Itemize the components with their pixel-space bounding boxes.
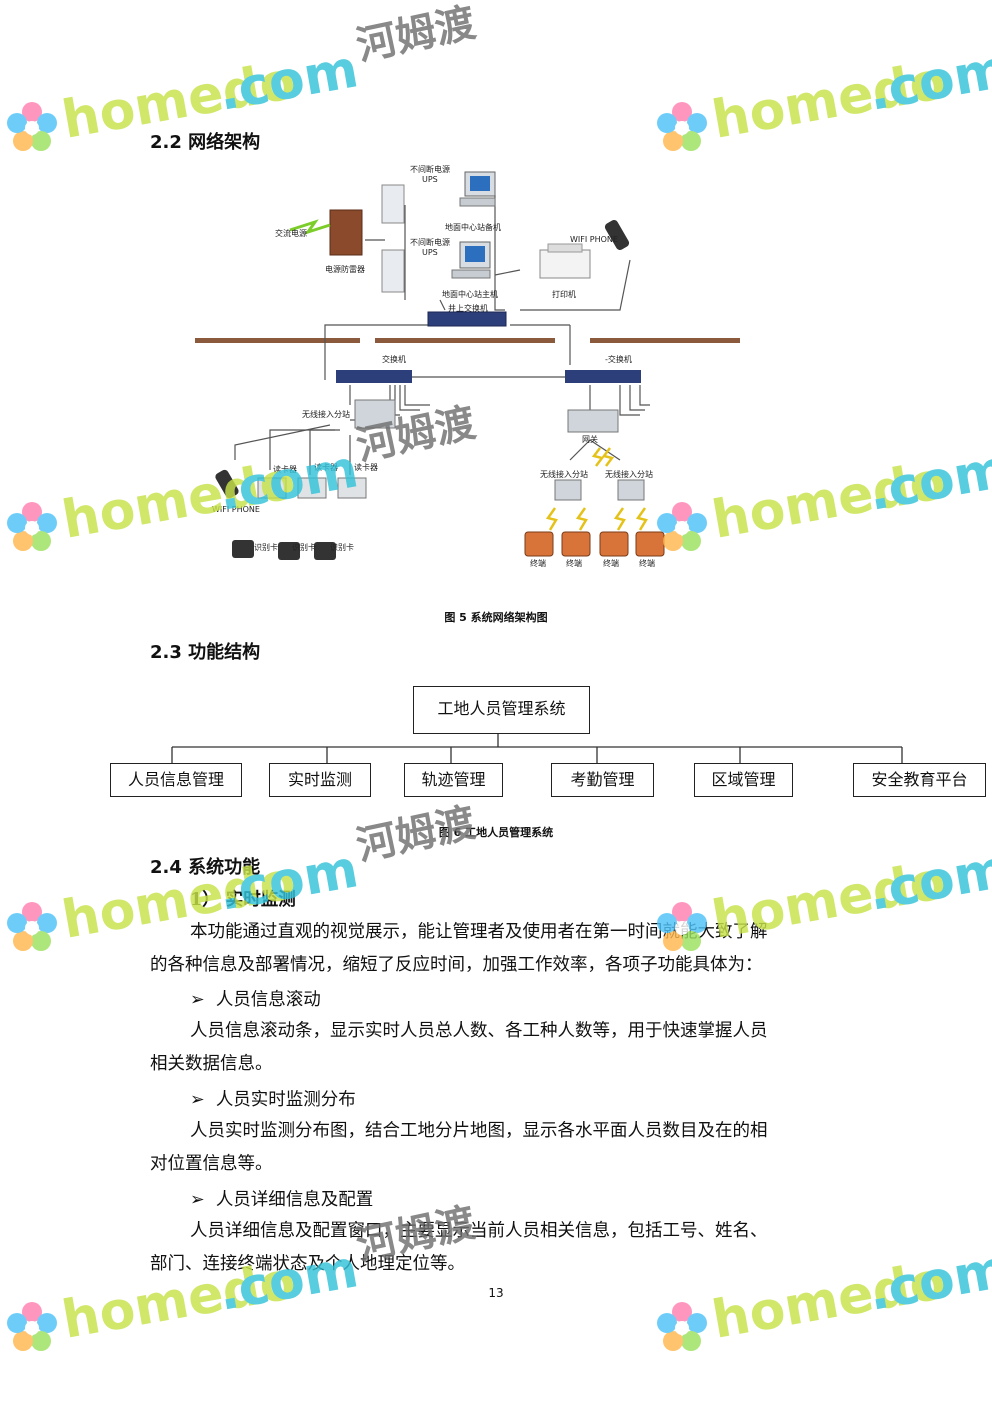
org-node-realtime-monitor: 实时监测 — [269, 763, 371, 797]
paragraph-4: 人员详细信息及配置窗口，主要显示当前人员相关信息，包括工号、姓名、 部门、连接终… — [150, 1215, 850, 1281]
phone-icon — [604, 219, 630, 251]
bullet-item-3-text: 人员详细信息及配置 — [215, 1190, 374, 1210]
section-heading-2-2: 2.2 网络架构 — [150, 132, 261, 153]
bullet-arrow-icon-2: ➢ — [190, 1090, 205, 1110]
label-gateway: 网关 — [582, 434, 598, 444]
reader-icon-3 — [337, 477, 367, 499]
terminal-icon-3 — [599, 531, 629, 557]
reader-icon-1 — [257, 477, 287, 499]
label-ups2: 不间断电源 — [410, 237, 450, 247]
terminal-icon-1 — [524, 531, 554, 557]
label-host: 地面中心站主机 — [442, 289, 498, 299]
label-wireless-sub: 无线接入分站 — [302, 409, 350, 419]
bullet-item-1-text: 人员信息滚动 — [215, 990, 321, 1010]
bullet-arrow-icon-3: ➢ — [190, 1190, 205, 1210]
paragraph-3-line-2: 对位置信息等。 — [150, 1154, 273, 1174]
label-card-3: 识别卡 — [330, 542, 354, 552]
paragraph-1-line-2: 的各种信息及部署情况，缩短了反应时间，加强工作效率，各项子功能具体为： — [150, 955, 763, 975]
switch-right-icon — [565, 370, 641, 383]
subheading-realtime-monitor: 1） 实时监测 — [190, 890, 296, 910]
switch-left-icon — [336, 370, 412, 383]
org-node-trajectory: 轨迹管理 — [404, 763, 503, 797]
label-wifi-left: WIFI PHONE — [212, 505, 260, 514]
label-switch-right: -交换机 — [605, 354, 632, 364]
card-icon-2 — [278, 542, 300, 560]
substation-icon-2 — [554, 479, 582, 501]
org-node-personnel-info: 人员信息管理 — [110, 763, 242, 797]
label-reader-1: 读卡器 — [273, 464, 297, 474]
label-term-2: 终端 — [566, 558, 582, 568]
label-ac-power: 交流电源 — [275, 228, 307, 238]
figure-5-caption: 图 5 系统网络架构图 — [444, 611, 548, 624]
label-printer: 打印机 — [552, 289, 576, 299]
reader-icon-2 — [297, 477, 327, 499]
flower-icon-8 — [657, 1302, 707, 1351]
bullet-item-3: ➢ 人员详细信息及配置 — [190, 1186, 373, 1211]
paragraph-1-line-1: 本功能通过直观的视觉展示，能让管理者及使用者在第一时间就能大致了解 — [190, 922, 768, 942]
label-card-2: 识别卡 — [292, 542, 316, 552]
paragraph-2-line-2: 相关数据信息。 — [150, 1054, 273, 1074]
substation-icon — [354, 399, 396, 429]
main-switch-icon — [427, 311, 507, 327]
bullet-arrow-icon: ➢ — [190, 990, 205, 1010]
bullet-item-2: ➢ 人员实时监测分布 — [190, 1086, 356, 1111]
label-ups2-b: UPS — [422, 248, 438, 257]
label-backup: 地面中心站备机 — [445, 222, 501, 232]
card-icon-1 — [232, 540, 254, 558]
org-node-attendance: 考勤管理 — [551, 763, 654, 797]
section-heading-2-4: 2.4 系统功能 — [150, 857, 261, 878]
label-wsub-2: 无线接入分站 — [605, 469, 653, 479]
label-ups1: 不间断电源 — [410, 164, 450, 174]
label-term-1: 终端 — [530, 558, 546, 568]
org-node-area: 区域管理 — [694, 763, 793, 797]
figure-6-caption: 图 6 工地人员管理系统 — [438, 826, 554, 839]
card-icon-3 — [314, 542, 336, 560]
rail-left — [195, 338, 360, 343]
org-root-box: 工地人员管理系统 — [413, 686, 590, 734]
label-surge: 电源防雷器 — [325, 264, 365, 274]
ups-icon-2 — [381, 249, 405, 293]
paragraph-4-line-1: 人员详细信息及配置窗口，主要显示当前人员相关信息，包括工号、姓名、 — [190, 1221, 768, 1241]
network-architecture-diagram: 交流电源 电源防雷器 不间断电源 UPS 不间断电源 UPS 地面中心站备机 地… — [195, 164, 740, 568]
phone-icon-2 — [215, 469, 239, 499]
ups-icon — [381, 184, 405, 224]
printer-icon — [539, 249, 591, 279]
paragraph-2: 人员信息滚动条，显示实时人员总人数、各工种人数等，用于快速掌握人员 相关数据信息… — [150, 1015, 850, 1081]
label-term-4: 终端 — [639, 558, 655, 568]
svg-text:.com: .com — [864, 1239, 992, 1322]
paragraph-1: 本功能通过直观的视觉展示，能让管理者及使用者在第一时间就能大致了解 的各种信息及… — [150, 916, 850, 982]
flower-icon-5 — [7, 902, 57, 951]
label-term-3: 终端 — [603, 558, 619, 568]
label-switch-left: 交换机 — [382, 354, 406, 364]
paragraph-3-line-1: 人员实时监测分布图，结合工地分片地图，显示各水平面人员数目及在的相 — [190, 1121, 768, 1141]
terminal-icon-2 — [561, 531, 591, 557]
paragraph-4-line-2: 部门、连接终端状态及个人地理定位等。 — [150, 1254, 465, 1274]
substation-icon-3 — [617, 479, 645, 501]
label-card-1: 识别卡 — [254, 542, 278, 552]
paragraph-3: 人员实时监测分布图，结合工地分片地图，显示各水平面人员数目及在的相 对位置信息等… — [150, 1115, 850, 1181]
flower-icon-7 — [7, 1302, 57, 1351]
label-reader-2: 读卡器 — [314, 462, 338, 472]
surge-protector-icon — [329, 209, 363, 256]
label-reader-3: 读卡器 — [354, 462, 378, 472]
org-chart-connectors — [171, 734, 903, 763]
label-ups1-b: UPS — [422, 175, 438, 184]
svg-text:.com: .com — [864, 839, 992, 922]
rail-mid — [375, 338, 555, 343]
label-wifi-top: WIFI PHONE — [570, 235, 618, 244]
bullet-item-2-text: 人员实时监测分布 — [215, 1090, 356, 1110]
lightning-icon — [289, 219, 331, 235]
gateway-icon — [567, 409, 619, 433]
rail-right — [590, 338, 740, 343]
bullet-item-1: ➢ 人员信息滚动 — [190, 986, 321, 1011]
page-number: 13 — [488, 1286, 504, 1300]
section-heading-2-3: 2.3 功能结构 — [150, 642, 261, 663]
label-main-switch: 井上交换机 — [448, 303, 488, 313]
paragraph-2-line-1: 人员信息滚动条，显示实时人员总人数、各工种人数等，用于快速掌握人员 — [190, 1021, 768, 1041]
label-wsub-1: 无线接入分站 — [540, 469, 588, 479]
org-node-safety-education: 安全教育平台 — [853, 763, 986, 797]
